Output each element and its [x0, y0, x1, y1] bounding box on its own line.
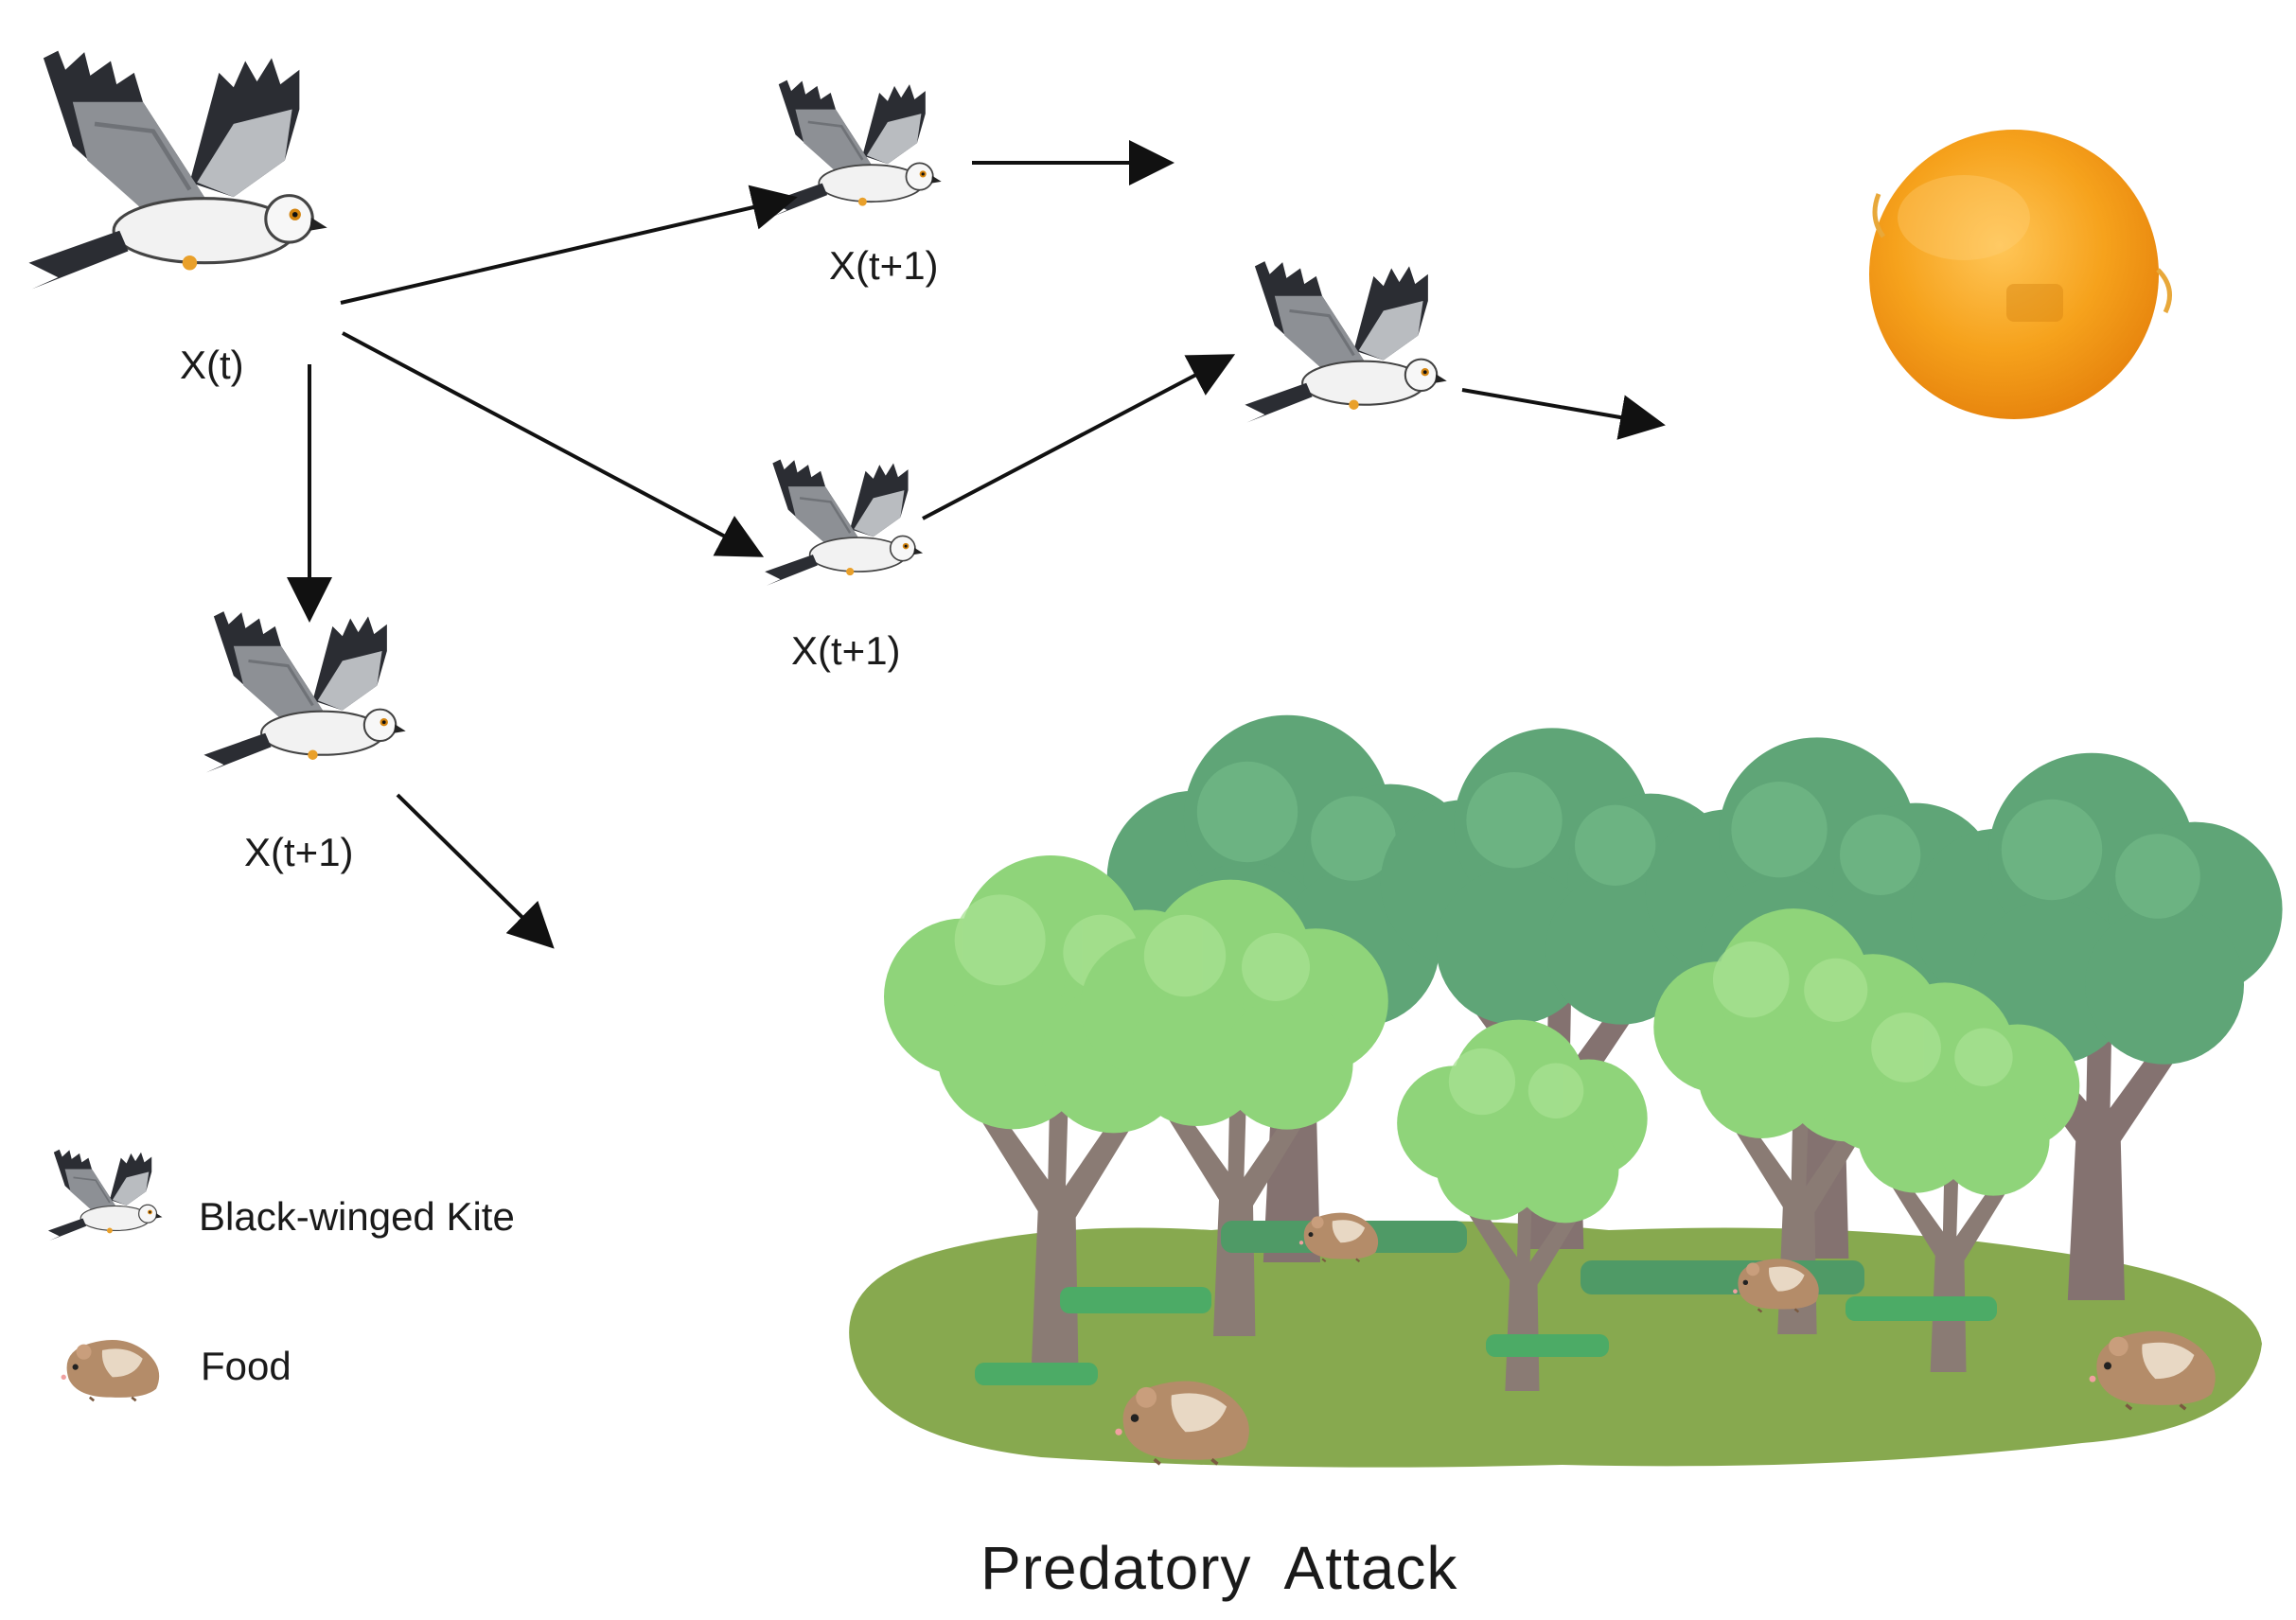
- arrow-start-to-upper: [340, 185, 798, 305]
- legend-label-food: Food: [201, 1344, 291, 1388]
- kite-start: [28, 51, 327, 290]
- black-winged-kite-icon: [46, 1148, 164, 1242]
- node-label-start: X(t): [180, 343, 244, 387]
- rodent-icon: [60, 1338, 161, 1402]
- kite-middle: [763, 458, 925, 588]
- sun-icon: [1869, 130, 2172, 419]
- arrow-lower-forward: [396, 793, 555, 949]
- forest-icon: [849, 714, 2283, 1468]
- node-label-upper: X(t+1): [829, 243, 939, 288]
- arrow-middle-to-right: [922, 354, 1236, 520]
- movement-arrows: [287, 140, 1666, 949]
- arrow-start-to-middle: [342, 331, 765, 557]
- diagram-caption: Predatory Attack: [980, 1534, 1458, 1602]
- node-label-lower: X(t+1): [244, 830, 354, 874]
- kite-upper: [768, 79, 944, 219]
- kite-lower: [202, 609, 408, 775]
- legend-label-kite: Black-winged Kite: [199, 1194, 515, 1239]
- kite-right: [1243, 259, 1449, 425]
- node-label-middle: X(t+1): [791, 628, 901, 673]
- arrow-right-forward: [1461, 388, 1666, 440]
- legend: [46, 1148, 164, 1402]
